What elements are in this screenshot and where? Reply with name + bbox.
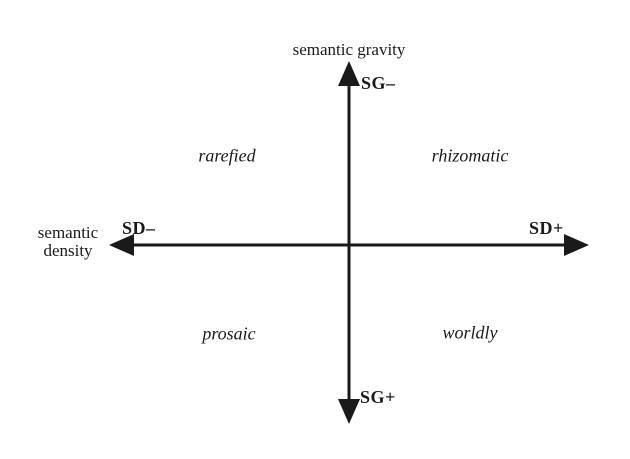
arrowhead-right-icon [564, 234, 589, 256]
pole-label-sg-plus: SG+ [360, 387, 396, 407]
quadrant-label-top-left: rarefied [198, 145, 256, 166]
arrowhead-down-icon [338, 399, 360, 424]
pole-label-sd-plus: SD+ [529, 218, 564, 238]
pole-label-sg-minus: SG– [361, 73, 396, 93]
vertical-axis-title: semantic gravity [292, 40, 406, 59]
horizontal-axis-title: semantic density [22, 224, 114, 260]
horizontal-axis-title-line1: semantic [37, 223, 99, 242]
pole-label-sd-minus: SD– [122, 218, 156, 238]
horizontal-axis-title-line2: density [43, 241, 93, 260]
arrowhead-left-icon [109, 234, 134, 256]
quadrant-label-bottom-left: prosaic [202, 323, 256, 344]
arrowhead-up-icon [338, 61, 360, 86]
quadrant-label-bottom-right: worldly [442, 322, 498, 343]
quadrant-label-top-right: rhizomatic [431, 145, 509, 166]
